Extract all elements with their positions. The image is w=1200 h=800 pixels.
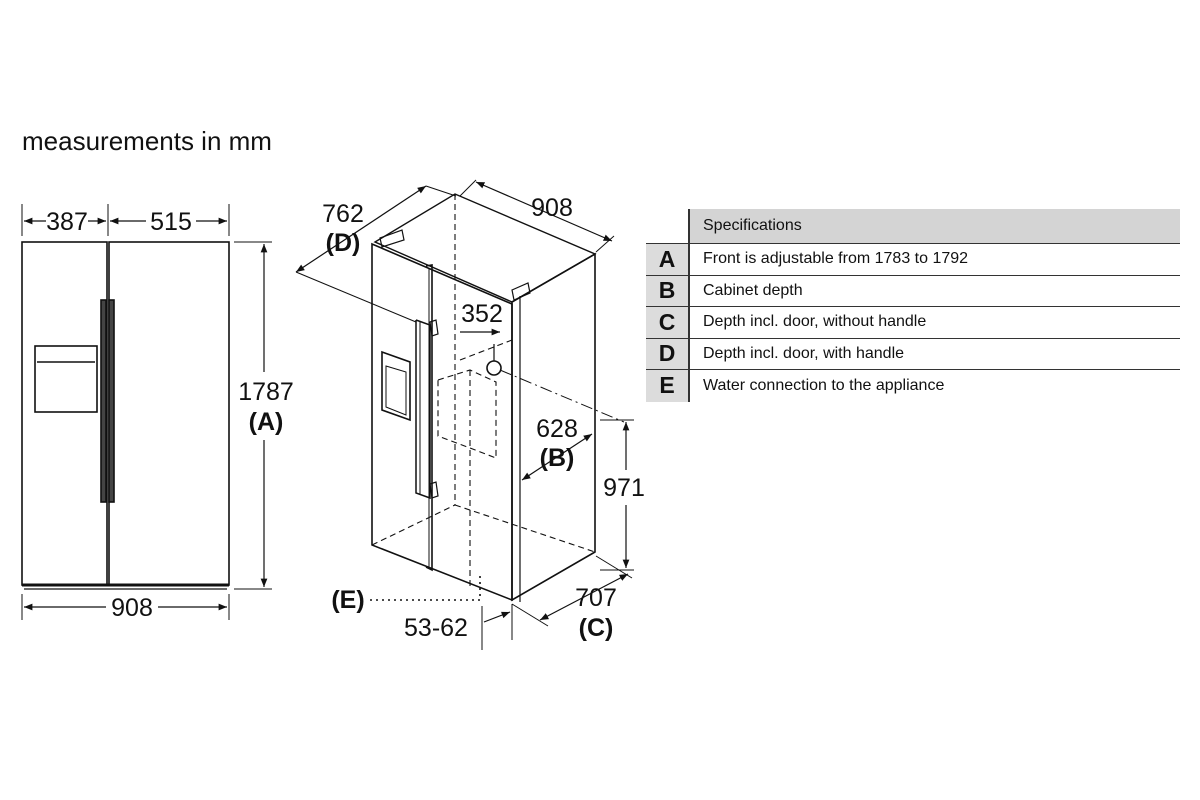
- dim-height-key: (A): [249, 408, 284, 436]
- dim-width-left: 387: [46, 208, 88, 236]
- spec-header: Specifications: [690, 209, 1180, 243]
- spec-text: Front is adjustable from 1783 to 1792: [703, 250, 969, 268]
- water-dispenser: [34, 345, 98, 413]
- dim-water-height: 971: [603, 474, 645, 502]
- page-title: measurements in mm: [22, 126, 272, 156]
- dim-depth-with-handle: 762: [322, 200, 364, 228]
- iso-view: [295, 179, 634, 650]
- dim-water-offset: 352: [461, 300, 503, 328]
- dim-depth-with-handle-key: (D): [326, 229, 361, 257]
- front-view: [21, 204, 272, 620]
- dim-cabinet-depth-key: (B): [540, 444, 575, 472]
- spec-row: A Front is adjustable from 1783 to 1792: [646, 244, 1180, 276]
- spec-key: A: [646, 244, 690, 275]
- dim-depth-without-handle: 707: [575, 584, 617, 612]
- dim-water-key: (E): [331, 586, 364, 614]
- spec-key: C: [646, 307, 690, 338]
- right-handle: [108, 299, 115, 503]
- spec-key: E: [646, 370, 690, 402]
- spec-key: B: [646, 275, 690, 306]
- spec-row: C Depth incl. door, without handle: [646, 307, 1180, 339]
- dim-cabinet-depth: 628: [536, 415, 578, 443]
- spec-header-row: Specifications: [646, 209, 1180, 243]
- spec-text: Water connection to the appliance: [703, 376, 945, 394]
- spec-row: D Depth incl. door, with handle: [646, 338, 1180, 370]
- left-handle: [100, 299, 107, 503]
- dim-height: 1787: [238, 378, 294, 406]
- dim-depth-without-handle-key: (C): [579, 614, 614, 642]
- spec-row: B Cabinet depth: [646, 275, 1180, 307]
- specifications-table: Specifications A Front is adjustable fro…: [646, 209, 1180, 402]
- dim-width-right: 515: [150, 208, 192, 236]
- left-door: [21, 241, 108, 586]
- spec-text: Depth incl. door, with handle: [703, 344, 905, 362]
- dim-iso-width: 908: [531, 194, 573, 222]
- dim-width-total: 908: [111, 594, 153, 622]
- right-door: [108, 241, 230, 586]
- spec-text: Depth incl. door, without handle: [703, 313, 927, 331]
- spec-key: D: [646, 338, 690, 369]
- spec-row: E Water connection to the appliance: [646, 370, 1180, 402]
- dim-water-range: 53-62: [404, 614, 468, 642]
- spec-text: Cabinet depth: [703, 281, 803, 299]
